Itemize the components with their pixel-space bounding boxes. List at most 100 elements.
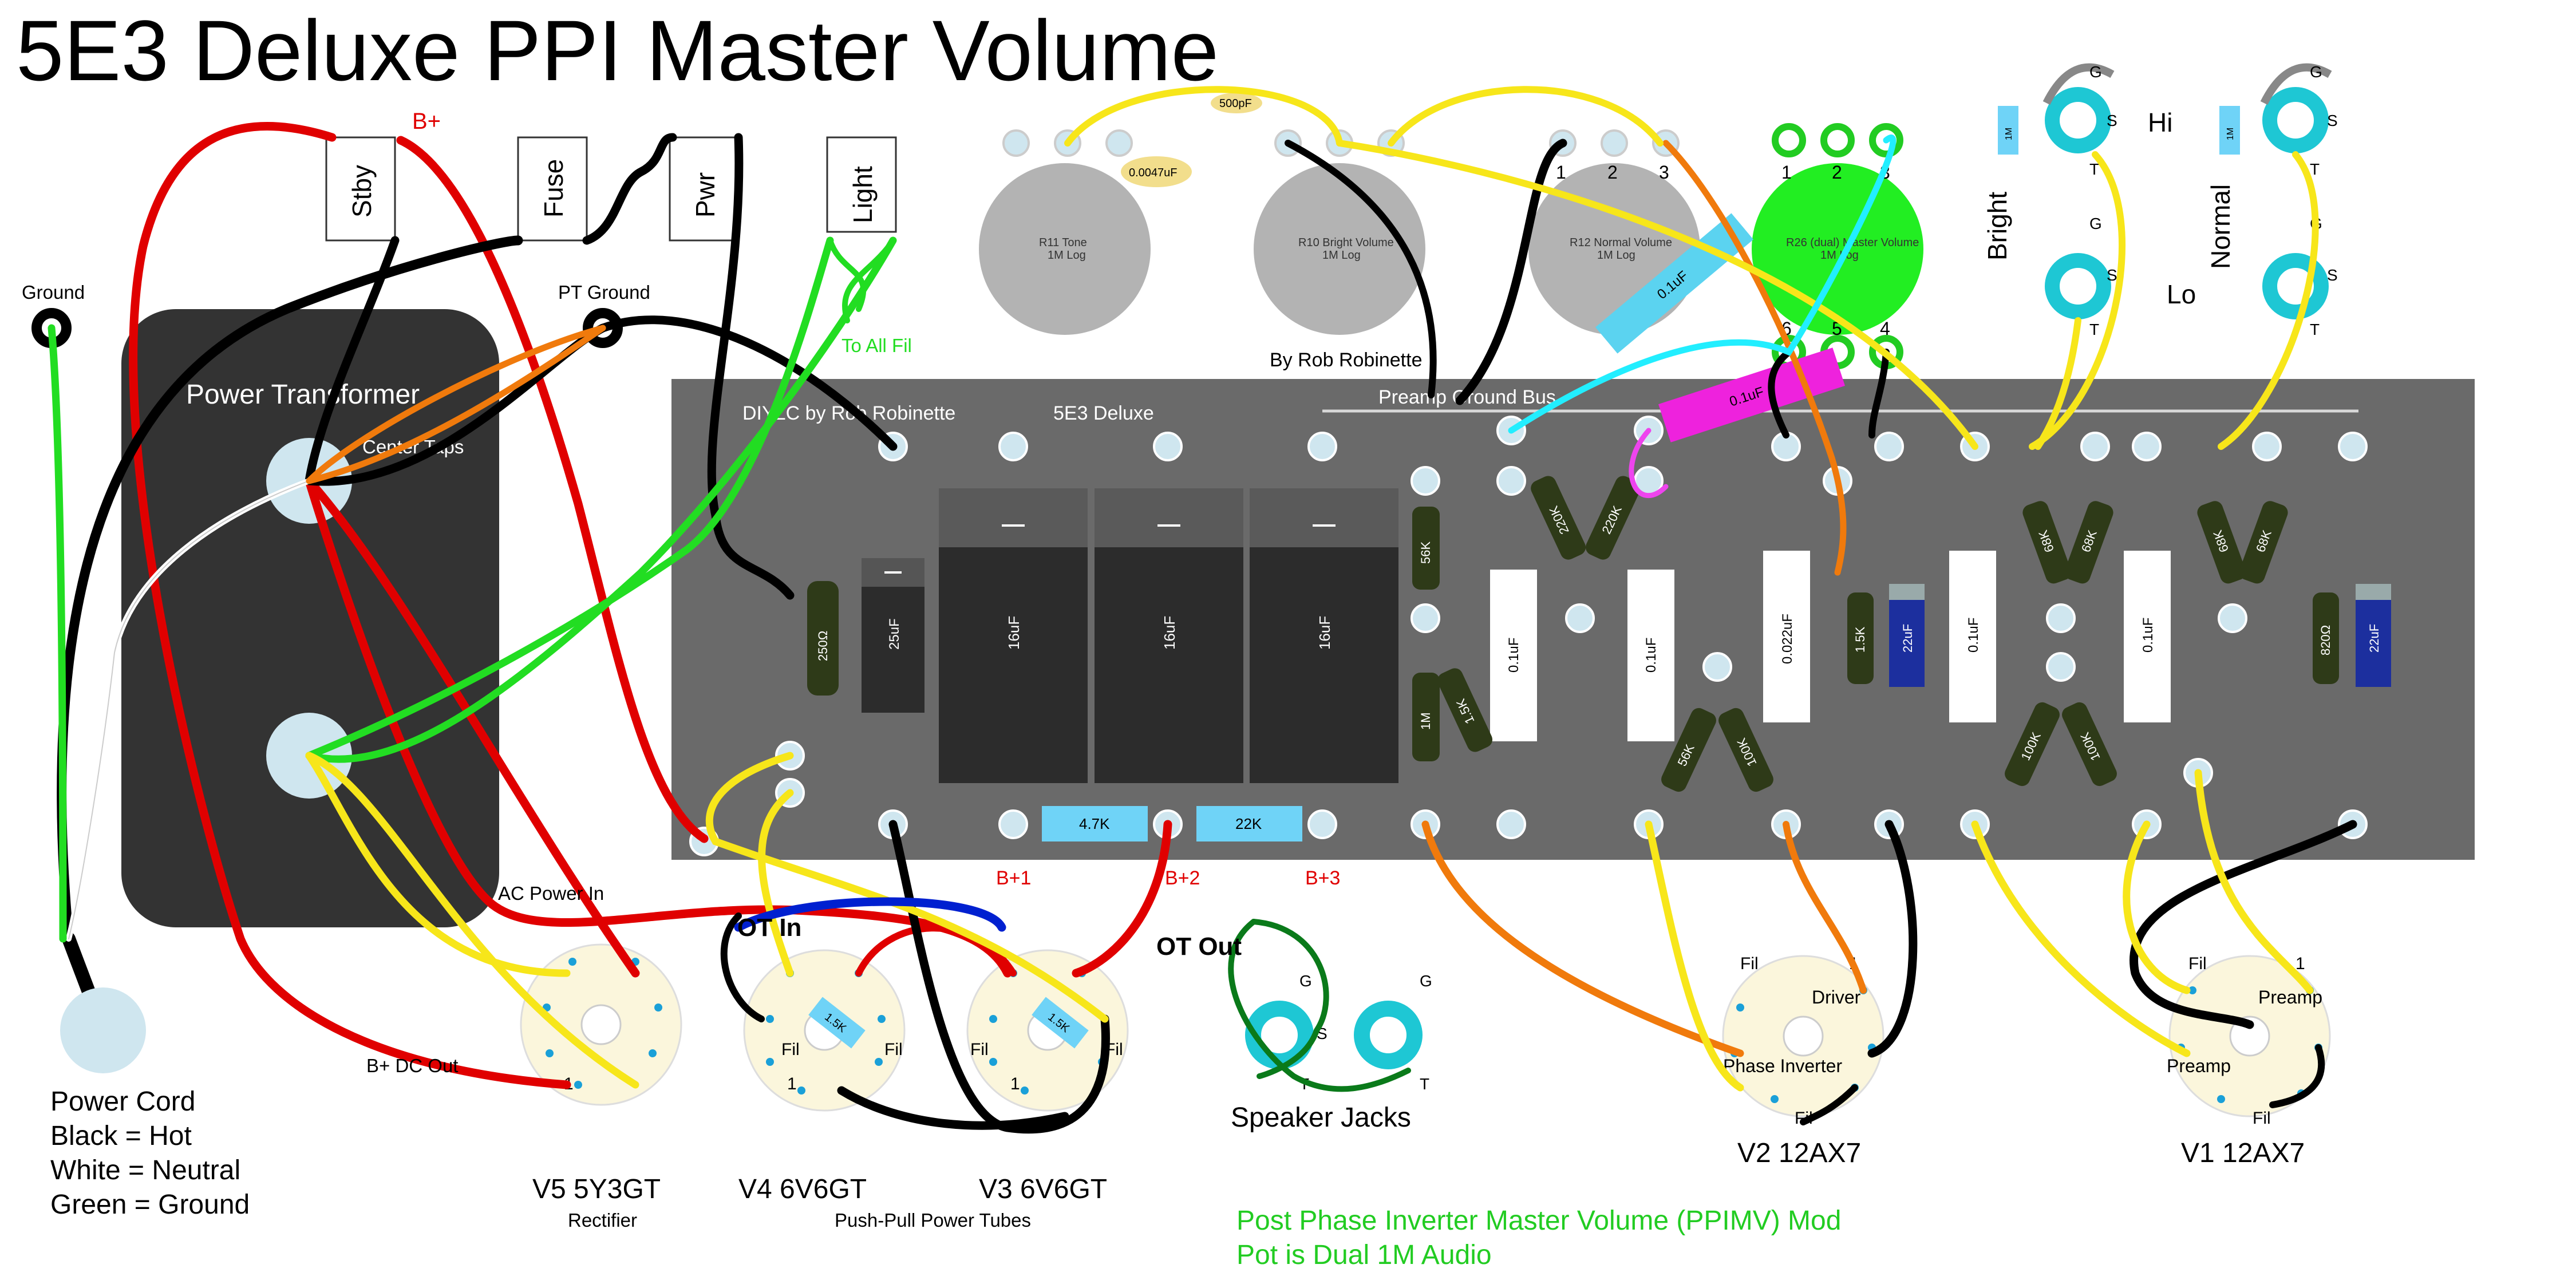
v2-phase-inverter-label: Phase Inverter (1723, 1056, 1842, 1076)
v1-name: V1 12AX7 (2181, 1138, 2305, 1168)
svg-text:S: S (2107, 112, 2117, 129)
wires (48, 86, 2357, 1134)
cathode-cap-25uf: 25uF (862, 558, 924, 713)
resistor-1-5k-2: 1.5K (1437, 668, 1493, 752)
cap-16uf-1-label: 16uF (1005, 616, 1022, 650)
coupling-cap-0022: 0.022uF (1763, 551, 1810, 722)
ot-out-label: OT Out (1156, 933, 1242, 961)
normal-pot-taper: 1M Log (1597, 249, 1635, 262)
coupling-cap-4: 0.1uF (2124, 551, 2171, 722)
resistor-220k-1: 220K (1531, 476, 1586, 560)
power-cord-grommet (60, 987, 146, 1073)
v4-fil-right: Fil (884, 1040, 903, 1059)
socket-v2 (1722, 955, 1884, 1117)
tone-pot: R11 Tone 1M Log (979, 129, 1151, 335)
cap-22-a-label: 22uF (1901, 624, 1915, 653)
cathode-cap-22uf-1: 22uF (1889, 584, 1925, 687)
normal-pot-label: R12 Normal Volume (1570, 236, 1672, 249)
ground-label: Ground (22, 282, 85, 303)
r22k-label: 22K (1235, 815, 1262, 832)
v3-pin1-label: 1 (1010, 1074, 1020, 1093)
resistor-100k-1: 100K (1718, 708, 1773, 792)
cap-16uf-2-label: 16uF (1161, 616, 1178, 650)
board-name: 5E3 Deluxe (1053, 402, 1154, 424)
cap-01-e-label: 0.1uF (1966, 618, 1981, 653)
resistor-100k-3: 100K (2062, 702, 2117, 787)
r820-label: 820Ω (2318, 625, 2333, 655)
bplus-dc-out-label: B+ DC Out (366, 1055, 458, 1076)
filter-cap-16uf-1: 16uF (939, 488, 1088, 783)
resistor-68k-1: 68K (2022, 501, 2072, 584)
resistor-250-ohm: 250Ω (807, 581, 839, 696)
footer-line-1: Post Phase Inverter Master Volume (PPIMV… (1236, 1206, 1841, 1236)
cathode-cap-22uf-2: 22uF (2356, 584, 2391, 687)
cap-01-c-label: 0.1uF (1506, 638, 1522, 673)
svg-text:T: T (2089, 160, 2099, 178)
svg-text:T: T (1420, 1075, 1429, 1093)
v1-pin1-label: 1 (2296, 954, 2305, 973)
cap-01-f-label: 0.1uF (2140, 618, 2156, 653)
pilot-light: Light (826, 136, 897, 233)
cap-0047: 0.0047uF (1121, 156, 1192, 187)
socket-v5 (520, 943, 682, 1106)
to-all-fil-label: To All Fil (841, 335, 912, 356)
bright-volume-pot: R10 Bright Volume 1M Log (1254, 129, 1425, 335)
fuse-holder: Fuse (517, 136, 588, 242)
master-lug-2: 2 (1832, 162, 1842, 183)
v4-name: V4 6V6GT (738, 1174, 867, 1204)
v2-fil-top: Fil (1740, 954, 1759, 973)
v1-fil-bottom: Fil (2253, 1109, 2271, 1128)
cap-01-d-label: 0.1uF (1643, 638, 1659, 673)
v1-preamp-bottom-label: Preamp (2167, 1056, 2231, 1076)
normal-pot-lug-2: 2 (1607, 162, 1618, 183)
cap-0047-label: 0.0047uF (1129, 167, 1178, 179)
resistor-100k-2: 100K (2005, 702, 2060, 787)
author-credit: By Rob Robinette (1270, 349, 1423, 371)
svg-text:S: S (2327, 112, 2338, 129)
jack-terminal-labels: GST GST GST GST (2089, 63, 2338, 338)
svg-text:T: T (2310, 160, 2320, 178)
power-cord-label: Power Cord (50, 1086, 195, 1117)
resistor-22k: 22K (1196, 806, 1302, 841)
master-lug-1: 1 (1781, 162, 1792, 183)
ac-power-in-label: AC Power In (498, 883, 604, 904)
power-transformer-label: Power Transformer (186, 380, 420, 410)
r15k-b-label: 1.5K (1853, 626, 1867, 653)
footer-line-2: Pot is Dual 1M Audio (1236, 1240, 1492, 1270)
svg-text:T: T (2089, 321, 2099, 338)
jack-ground-straps (2042, 63, 2332, 105)
tone-pot-label: R11 Tone (1039, 236, 1087, 249)
bplus2-label: B+2 (1165, 867, 1200, 889)
v3-name: V3 6V6GT (979, 1174, 1107, 1204)
resistor-4-7k: 4.7K (1042, 806, 1148, 841)
jack-r1m-b-label: 1M (2226, 128, 2235, 140)
coupling-cap-3: 0.1uF (1949, 551, 1996, 722)
master-pot-taper: 1M Log (1820, 249, 1859, 262)
coupling-cap-2: 0.1uF (1627, 570, 1674, 741)
r1m-a-label: 1M (1419, 712, 1433, 730)
svg-text:G: G (2089, 63, 2102, 81)
v4-fil-left: Fil (781, 1040, 800, 1059)
cap-16uf-3-label: 16uF (1316, 616, 1333, 650)
standby-switch: Stby (325, 136, 396, 242)
cap-500pf-label: 500pF (1219, 97, 1252, 110)
resistor-1-5k-1: 1.5K (1847, 592, 1874, 684)
normal-channel-label: Normal (2206, 184, 2235, 269)
resistor-56k-1: 56K (1412, 507, 1440, 590)
stby-label: Stby (347, 165, 377, 218)
fuse-label: Fuse (539, 159, 568, 218)
jack-r1m-a-label: 1M (2004, 128, 2014, 140)
bplus3-label: B+3 (1305, 867, 1340, 889)
power-cord-neutral: White = Neutral (50, 1155, 240, 1186)
power-tubes-sub: Push-Pull Power Tubes (835, 1210, 1031, 1231)
power-cord-hot: Black = Hot (50, 1121, 192, 1151)
v1-fil-top: Fil (2188, 954, 2207, 973)
r47k-label: 4.7K (1079, 815, 1110, 832)
resistor-68k-3: 68K (2197, 501, 2246, 584)
svg-text:S: S (2327, 266, 2338, 284)
v4-pin1-label: 1 (787, 1074, 797, 1093)
cap-25uf-label: 25uF (887, 618, 902, 650)
jack-1m-resistors: 1M 1M (1998, 106, 2240, 155)
power-switch: Pwr (669, 136, 740, 242)
resistor-68k-2: 68K (2064, 501, 2113, 584)
